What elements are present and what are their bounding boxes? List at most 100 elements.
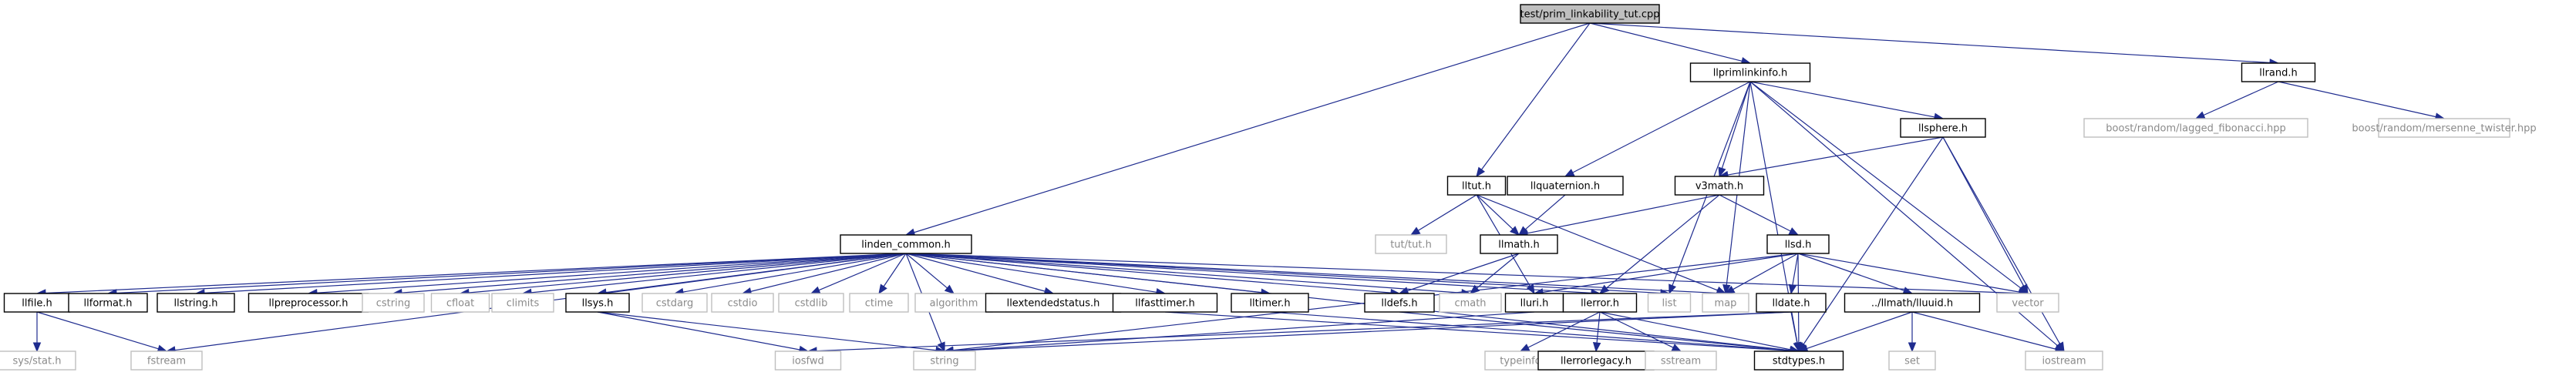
node-linden[interactable]: linden_common.h bbox=[840, 234, 972, 254]
node-label: cmath bbox=[1454, 298, 1486, 310]
edge-line bbox=[468, 253, 907, 293]
edge-llerror-to-llerrorlegacy bbox=[1592, 311, 1601, 353]
edge-line bbox=[905, 253, 1392, 293]
edge-line bbox=[597, 311, 937, 351]
edge-line bbox=[1749, 81, 1935, 118]
node-llrand[interactable]: llrand.h bbox=[2241, 62, 2316, 82]
node-label: test/prim_linkability_tut.cpp bbox=[1520, 9, 1659, 21]
edge-arrowhead bbox=[810, 286, 821, 294]
node-box bbox=[1231, 293, 1309, 313]
edge-root-to-linden bbox=[904, 22, 1591, 236]
edge-line bbox=[1524, 194, 1566, 230]
node-llsys[interactable]: llsys.h bbox=[565, 293, 630, 313]
node-lldate[interactable]: lldate.h bbox=[1756, 293, 1827, 313]
edge-line bbox=[1476, 194, 1514, 230]
node-label: ctime bbox=[865, 298, 894, 310]
node-llerrorlegacy[interactable]: llerrorlegacy.h bbox=[1537, 350, 1655, 371]
node-box bbox=[130, 350, 203, 371]
edge-line bbox=[905, 253, 1791, 351]
edge-line bbox=[1542, 253, 1799, 293]
node-label: llrand.h bbox=[2259, 68, 2297, 79]
node-v3math[interactable]: v3math.h bbox=[1674, 176, 1765, 196]
edge-line bbox=[1527, 194, 1720, 234]
node-box bbox=[68, 293, 148, 313]
edge-llprimlinkinfo-to-v3math bbox=[1718, 81, 1751, 178]
node-label: map bbox=[1715, 298, 1737, 310]
node-llextendedstatus[interactable]: llextendedstatus.h bbox=[985, 293, 1122, 313]
node-lltimer[interactable]: lltimer.h bbox=[1231, 293, 1309, 313]
node-climits: climits bbox=[491, 293, 554, 313]
node-label: list bbox=[1662, 298, 1676, 310]
edge-line bbox=[1721, 81, 1751, 169]
node-llprimlinkinfo[interactable]: llprimlinkinfo.h bbox=[1689, 62, 1811, 82]
edge-line bbox=[952, 311, 1535, 351]
edge-v3math-to-llmath bbox=[1517, 194, 1720, 237]
edge-arrowhead bbox=[2194, 111, 2206, 119]
node-iosfwd: iosfwd bbox=[774, 350, 842, 371]
node-label: llquaternion.h bbox=[1530, 181, 1600, 193]
node-sstream: sstream bbox=[1645, 350, 1717, 371]
edge-line bbox=[905, 253, 1463, 293]
node-llsd[interactable]: llsd.h bbox=[1766, 234, 1830, 254]
node-llfile[interactable]: llfile.h bbox=[3, 293, 71, 313]
node-box bbox=[778, 293, 844, 313]
node-iostream: iostream bbox=[2025, 350, 2103, 371]
edge-line bbox=[750, 253, 907, 292]
node-box bbox=[1504, 293, 1564, 313]
edge-arrowhead bbox=[1409, 226, 1421, 236]
node-label: cstdarg bbox=[656, 298, 694, 310]
node-box bbox=[565, 293, 630, 313]
edge-line bbox=[905, 253, 1718, 294]
node-llsphere[interactable]: llsphere.h bbox=[1900, 118, 1986, 138]
node-llerror[interactable]: llerror.h bbox=[1562, 293, 1638, 313]
edge-linden-to-llstring bbox=[194, 253, 907, 297]
edge-arrowhead bbox=[1519, 344, 1530, 352]
node-ctime: ctime bbox=[849, 293, 909, 313]
node-label: llsd.h bbox=[1785, 240, 1812, 251]
node-lltut[interactable]: lltut.h bbox=[1446, 176, 1507, 196]
edge-line bbox=[818, 253, 907, 291]
node-lluuid[interactable]: ../llmath/lluuid.h bbox=[1844, 293, 1981, 313]
edge-lldate-to-string bbox=[943, 311, 1792, 355]
node-label: climits bbox=[507, 298, 540, 310]
node-box bbox=[840, 234, 972, 254]
edge-lluri-to-string bbox=[943, 311, 1535, 355]
node-label: iosfwd bbox=[792, 356, 824, 367]
node-llformat[interactable]: llformat.h bbox=[68, 293, 148, 313]
node-label: algorithm bbox=[930, 298, 978, 310]
edge-line bbox=[905, 253, 2020, 294]
edge-line bbox=[1572, 81, 1751, 173]
edge-line bbox=[1418, 194, 1477, 231]
edge-line bbox=[1797, 253, 2020, 293]
node-root[interactable]: test/prim_linkability_tut.cpp bbox=[1520, 4, 1660, 24]
edge-line bbox=[1807, 311, 1913, 349]
edge-arrowhead bbox=[1469, 284, 1480, 294]
node-systat: sys/stat.h bbox=[0, 350, 76, 371]
edge-line bbox=[952, 311, 1792, 352]
node-stdtypes[interactable]: stdtypes.h bbox=[1753, 350, 1844, 371]
node-llfasttimer[interactable]: llfasttimer.h bbox=[1112, 293, 1218, 313]
edge-line bbox=[905, 253, 1046, 292]
node-label: lldate.h bbox=[1773, 298, 1810, 310]
node-llpreprocessor[interactable]: llpreprocessor.h bbox=[247, 293, 369, 313]
edge-llfile-to-systat bbox=[32, 312, 42, 353]
edge-line bbox=[597, 311, 800, 350]
node-box bbox=[430, 293, 490, 313]
edge-arrowhead bbox=[1592, 342, 1601, 353]
edge-lltut-to-tuttut bbox=[1409, 194, 1477, 236]
edge-line bbox=[914, 22, 1591, 233]
edge-linden-to-lldefs bbox=[905, 253, 1401, 297]
edge-linden-to-climits bbox=[521, 253, 907, 297]
node-llstring[interactable]: llstring.h bbox=[157, 293, 235, 313]
edge-llfile-to-fstream bbox=[36, 311, 168, 353]
edge-lluuid-to-set bbox=[1908, 312, 1917, 353]
node-lluri[interactable]: lluri.h bbox=[1504, 293, 1564, 313]
edge-llsd-to-lldate bbox=[1788, 253, 1799, 295]
node-box bbox=[362, 293, 425, 313]
node-lldefs[interactable]: lldefs.h bbox=[1364, 293, 1435, 313]
node-llmath[interactable]: llmath.h bbox=[1480, 234, 1558, 254]
node-llquaternion[interactable]: llquaternion.h bbox=[1507, 176, 1624, 196]
node-tuttut: tut/tut.h bbox=[1375, 234, 1447, 254]
node-box bbox=[913, 350, 976, 371]
edge-llmath-to-cmath bbox=[1469, 253, 1520, 294]
